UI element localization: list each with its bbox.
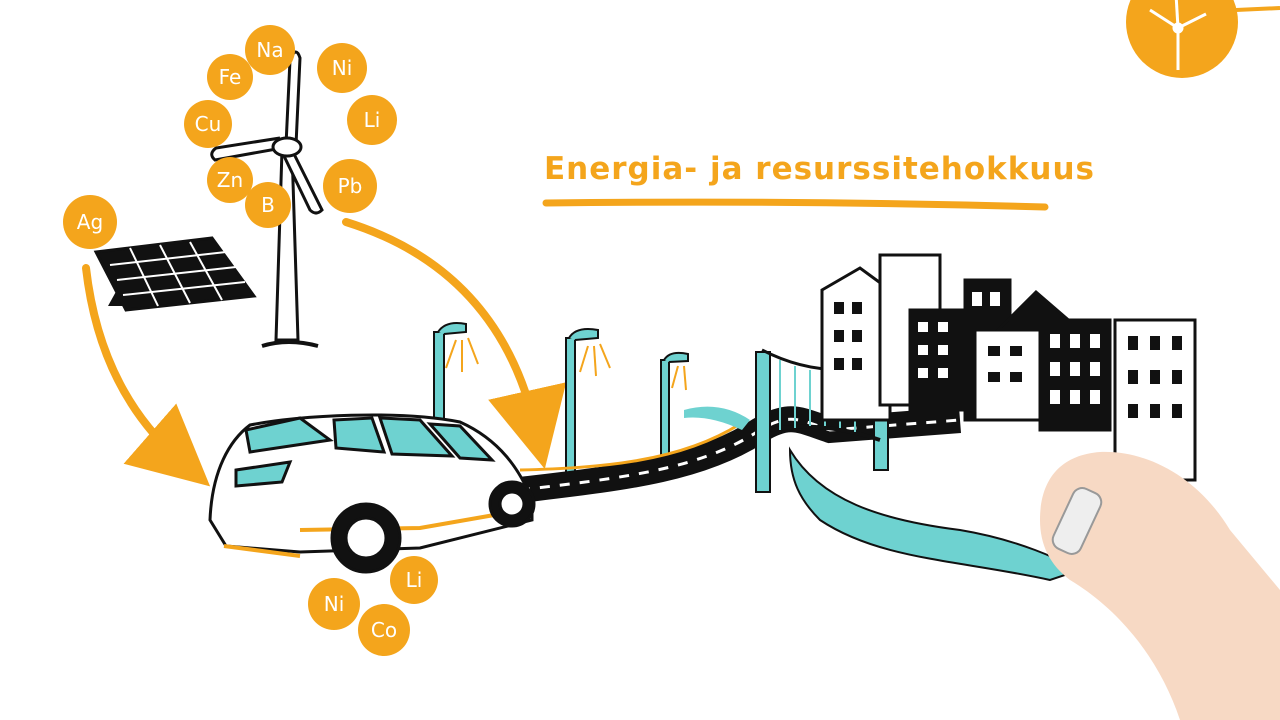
arrow-turbine-to-road (342, 218, 567, 470)
logo-turbine-badge-icon (1126, 0, 1280, 78)
element-circle: Li (390, 556, 438, 604)
page-title: Energia- ja resurssitehokkuus (544, 151, 1095, 187)
title-underline (542, 198, 1049, 211)
element-circle: Ag (63, 195, 117, 249)
road (518, 406, 961, 503)
element-circle: Zn (207, 157, 253, 203)
element-circle: Na (245, 25, 295, 75)
solar-panel-elements: Ag (63, 195, 117, 249)
element-circle: Pb (323, 159, 377, 213)
wind-turbine-elements: Na Fe Ni Cu Li Zn B Pb (184, 25, 397, 228)
element-label: Ni (324, 592, 345, 616)
element-circle: Fe (207, 54, 253, 100)
solar-panel-icon (93, 236, 257, 312)
arrow-solar-to-car (82, 264, 211, 487)
element-label: Ag (77, 210, 103, 234)
flow-arrows (82, 218, 567, 487)
element-label: Co (371, 618, 397, 642)
element-label: Fe (219, 65, 242, 89)
element-circle: Cu (184, 100, 232, 148)
element-circle: Ni (308, 578, 360, 630)
element-label: B (261, 193, 275, 217)
element-circle: B (245, 182, 291, 228)
car-battery-elements: Li Ni Co (308, 556, 438, 656)
element-label: Li (364, 108, 381, 132)
element-label: Li (406, 568, 423, 592)
element-label: Zn (217, 168, 243, 192)
element-label: Ni (332, 56, 353, 80)
element-label: Pb (338, 174, 363, 198)
element-circle: Li (347, 95, 397, 145)
element-label: Na (256, 38, 283, 62)
drawing-hand-icon (1040, 451, 1280, 720)
electric-car-icon (208, 413, 536, 574)
element-circle: Ni (317, 43, 367, 93)
element-label: Cu (195, 112, 222, 136)
street-lamp-icon (433, 322, 689, 475)
element-circle: Co (358, 604, 410, 656)
wind-turbine-icon (210, 50, 324, 348)
city-buildings-icon (820, 253, 1197, 482)
